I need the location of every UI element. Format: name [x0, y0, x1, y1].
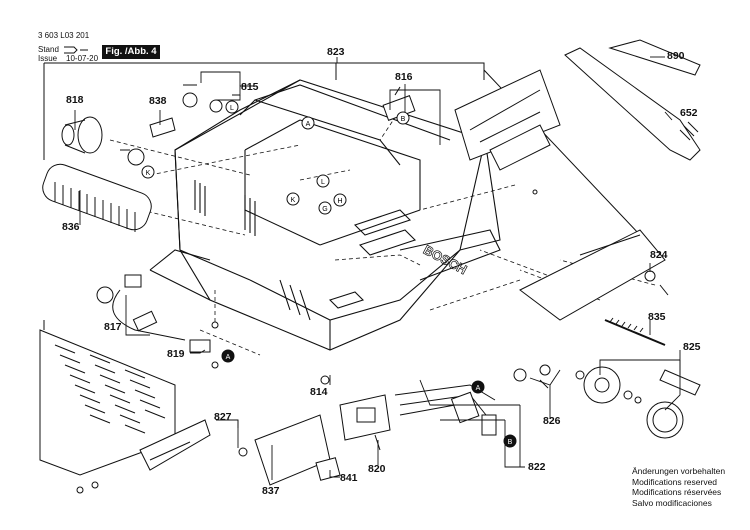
part-819: 819 — [167, 348, 185, 360]
callout-l-top: L — [225, 100, 239, 114]
part-820: 820 — [368, 463, 386, 475]
hose — [42, 163, 152, 232]
part-836: 836 — [62, 221, 80, 233]
stand-label: Stand — [38, 45, 59, 54]
callout-a-plug: A — [221, 349, 235, 363]
svg-text:H: H — [337, 198, 342, 205]
callout-l-mid: L — [316, 174, 330, 188]
part-817: 817 — [104, 321, 122, 333]
modification-notes: Änderungen vorbehalten Modifications res… — [632, 466, 725, 508]
part-818: 818 — [66, 94, 84, 106]
part-823: 823 — [327, 46, 345, 58]
date-label: 10-07-20 — [66, 54, 99, 63]
part-827: 827 — [214, 411, 232, 423]
note-es: Salvo modificaciones — [632, 497, 712, 508]
part-825: 825 — [683, 341, 701, 353]
part-815: 815 — [241, 81, 259, 93]
doc-number: 3 603 L03 201 — [38, 31, 90, 40]
callout-h: H — [333, 193, 347, 207]
part-814: 814 — [310, 386, 328, 398]
figure-label: Fig. /Abb. 4 — [102, 45, 160, 59]
svg-text:K: K — [146, 170, 151, 177]
part-816: 816 — [395, 71, 413, 83]
part-652: 652 — [680, 107, 698, 119]
grille-panel — [39, 329, 176, 476]
svg-text:G: G — [322, 206, 327, 213]
callout-b-top: B — [396, 111, 410, 125]
part-837: 837 — [262, 485, 280, 497]
part-822: 822 — [528, 461, 546, 473]
callout-b-cable: B — [503, 434, 517, 448]
svg-text:A: A — [306, 121, 311, 128]
part-890: 890 — [667, 50, 685, 62]
svg-text:B: B — [508, 439, 513, 446]
base-body — [149, 79, 501, 351]
part-841: 841 — [340, 472, 358, 484]
svg-text:L: L — [230, 105, 234, 112]
callout-k-left: K — [141, 165, 155, 179]
note-de: Änderungen vorbehalten — [632, 466, 726, 476]
callout-k-mid: K — [286, 192, 300, 206]
part-835: 835 — [648, 311, 666, 323]
blade-guard — [564, 39, 701, 161]
svg-text:L: L — [321, 179, 325, 186]
note-en: Modifications reserved — [632, 476, 718, 487]
callout-a-top: A — [301, 116, 315, 130]
part-838: 838 — [149, 95, 167, 107]
issue-label: Issue — [38, 54, 58, 63]
svg-text:A: A — [476, 385, 481, 392]
part-826: 826 — [543, 415, 561, 427]
callout-g: G — [318, 201, 332, 215]
svg-text:A: A — [226, 354, 231, 361]
svg-text:K: K — [291, 197, 296, 204]
note-fr: Modifications réservées — [632, 487, 722, 497]
part-824: 824 — [650, 249, 668, 261]
svg-text:B: B — [401, 116, 406, 123]
callout-a-cable: A — [471, 380, 485, 394]
